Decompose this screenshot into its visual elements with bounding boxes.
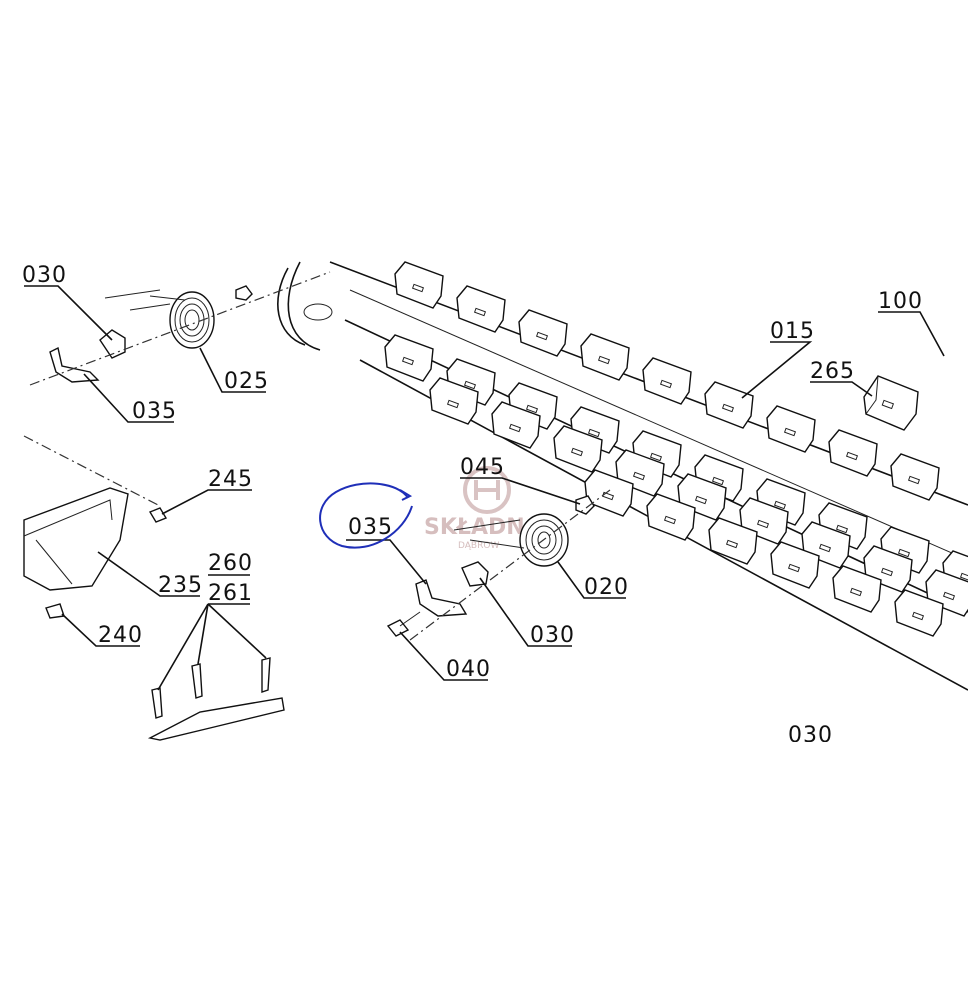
flail-knife-slot xyxy=(942,591,956,601)
flail-knife-slot xyxy=(959,572,968,582)
flail-knife-slot xyxy=(508,423,522,433)
flail-knife-slot xyxy=(911,611,925,621)
flail-knife-slot xyxy=(446,399,460,409)
watermark-text: SKŁADN xyxy=(424,515,525,540)
label-235: 235 xyxy=(158,573,203,598)
flail-knife-slot xyxy=(663,515,677,525)
flail-part-265 xyxy=(863,375,919,431)
label-040: 040 xyxy=(446,657,491,682)
flail-knife xyxy=(384,334,434,382)
bracket-035-center xyxy=(415,579,468,617)
label-025: 025 xyxy=(224,369,269,394)
flail-knife-slot xyxy=(694,495,708,505)
flail-knife-slot xyxy=(835,524,849,534)
flail-knife-slot xyxy=(725,539,739,549)
guard-plate-235 xyxy=(23,487,129,591)
leader-lines xyxy=(24,285,945,691)
flail-knife-slot xyxy=(907,475,921,485)
label-030-top-left: 030 xyxy=(22,263,67,288)
flail-knife-slot xyxy=(756,519,770,529)
bolt-245 xyxy=(148,507,168,523)
flail-knife-slot xyxy=(473,307,487,317)
flail-knife-slot xyxy=(463,380,477,390)
clip-030-center xyxy=(461,561,489,587)
bolt-040 xyxy=(386,611,421,637)
flail-knife-slot xyxy=(401,356,415,366)
flail-knife xyxy=(828,429,878,477)
flail-knife xyxy=(766,405,816,453)
flail-knife-slot xyxy=(818,543,832,553)
flail-knife-slot xyxy=(787,563,801,573)
flail-knife-slot xyxy=(897,548,911,558)
flail-knife-slot xyxy=(411,283,425,293)
label-100: 100 xyxy=(878,289,923,314)
screws-260-261 xyxy=(151,657,271,719)
flail-knife xyxy=(894,589,944,637)
flail-knife-slot xyxy=(783,427,797,437)
label-045: 045 xyxy=(460,455,505,480)
label-015: 015 xyxy=(770,319,815,344)
label-260: 260 xyxy=(208,551,253,576)
spring-assembly-025 xyxy=(104,285,253,349)
flail-knife-slot xyxy=(721,403,735,413)
flail-knife-slot xyxy=(587,428,601,438)
highlight-circle xyxy=(319,482,413,549)
flail-knife xyxy=(770,541,820,589)
blank-top-area xyxy=(0,0,968,254)
flail-knife-slot xyxy=(711,476,725,486)
flail-knife xyxy=(518,309,568,357)
flail-knife-slot xyxy=(525,404,539,414)
flail-knife xyxy=(580,333,630,381)
flail-knife-slot xyxy=(845,451,859,461)
label-261: 261 xyxy=(208,581,253,606)
flail-knives xyxy=(384,261,968,637)
watermark-subtext: DĄBROW xyxy=(458,541,499,551)
part-labels: 030 025 035 245 235 260 261 240 035 045 … xyxy=(22,263,923,748)
flail-knife-slot xyxy=(659,379,673,389)
label-035-left: 035 xyxy=(132,399,177,424)
flail-knife xyxy=(491,401,541,449)
label-035-center: 035 xyxy=(348,515,393,540)
label-020: 020 xyxy=(584,575,629,600)
flail-knife-slot xyxy=(535,331,549,341)
label-030-center: 030 xyxy=(530,623,575,648)
flail-knife-slot xyxy=(632,471,646,481)
label-240: 240 xyxy=(98,623,143,648)
bolt-240 xyxy=(45,603,65,619)
flail-knife-slot xyxy=(773,500,787,510)
nut-045 xyxy=(575,495,595,515)
bracket-035-left xyxy=(49,346,100,383)
flail-knife xyxy=(429,377,479,425)
flail-knife xyxy=(394,261,444,309)
flail-knife xyxy=(646,493,696,541)
flail-knife-slot xyxy=(849,587,863,597)
flail-knife-slot xyxy=(880,567,894,577)
frame-bar xyxy=(147,697,285,741)
flail-knife-slot xyxy=(570,447,584,457)
blank-bottom-area xyxy=(0,742,968,1000)
flail-knife xyxy=(890,453,940,501)
label-245: 245 xyxy=(208,467,253,492)
flail-knife xyxy=(832,565,882,613)
flail-knife-slot xyxy=(597,355,611,365)
flail-knife-slot xyxy=(649,452,663,462)
watermark-logo: SKŁADN DĄBROW xyxy=(424,466,525,551)
label-265: 265 xyxy=(810,359,855,384)
flail-knife xyxy=(708,517,758,565)
flail-knife xyxy=(456,285,506,333)
flail-knife xyxy=(704,381,754,429)
flail-knife xyxy=(642,357,692,405)
flail-knife xyxy=(553,425,603,473)
